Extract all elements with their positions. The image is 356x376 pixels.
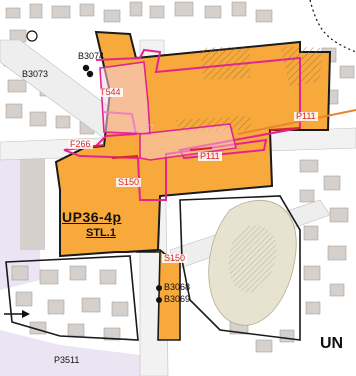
road-label-s150-lower[interactable]: S150 [162,253,188,263]
area-label: UN [320,335,344,352]
road-label-p111-east[interactable]: P111 [294,111,318,121]
road-label-p3511[interactable]: P3511 [54,355,80,365]
hatched-patch-north [200,46,250,80]
parkland-hatch [228,225,277,293]
railway-line [309,0,356,53]
road-label-t544[interactable]: T544 [98,87,123,97]
conservation-area-center[interactable] [139,123,237,161]
conservation-boundary[interactable] [63,48,301,201]
road-label-s150-upper[interactable]: S150 [116,177,142,187]
road-label-f266[interactable]: F266 [68,139,93,149]
marker-dot-icon [82,64,162,303]
road-label-p111-center[interactable]: P111 [198,151,222,161]
allocation-outline-southwest [5,255,139,341]
site-code-b3074[interactable]: B3074 [78,51,105,61]
allocation-id[interactable]: UP36-4p [62,209,122,225]
lavender-zone-south [0,330,160,376]
allocation-subtitle: STL.1 [86,227,116,239]
faint-label: LC 87 [130,123,155,133]
roundabout-feature [26,30,38,42]
allocation-outline-southeast [179,195,301,341]
callout-line [237,109,356,135]
housing-blocks-southwest [11,265,129,341]
site-code-b3069[interactable]: B3069 [164,294,191,304]
allocation-strip-south[interactable] [135,249,181,341]
site-code-b3073[interactable]: B3073 [22,69,49,79]
conservation-area-north[interactable] [99,61,151,135]
large-building-west [20,150,45,250]
site-code-b3068[interactable]: B3068 [164,282,191,292]
arrow-icon [4,310,30,318]
